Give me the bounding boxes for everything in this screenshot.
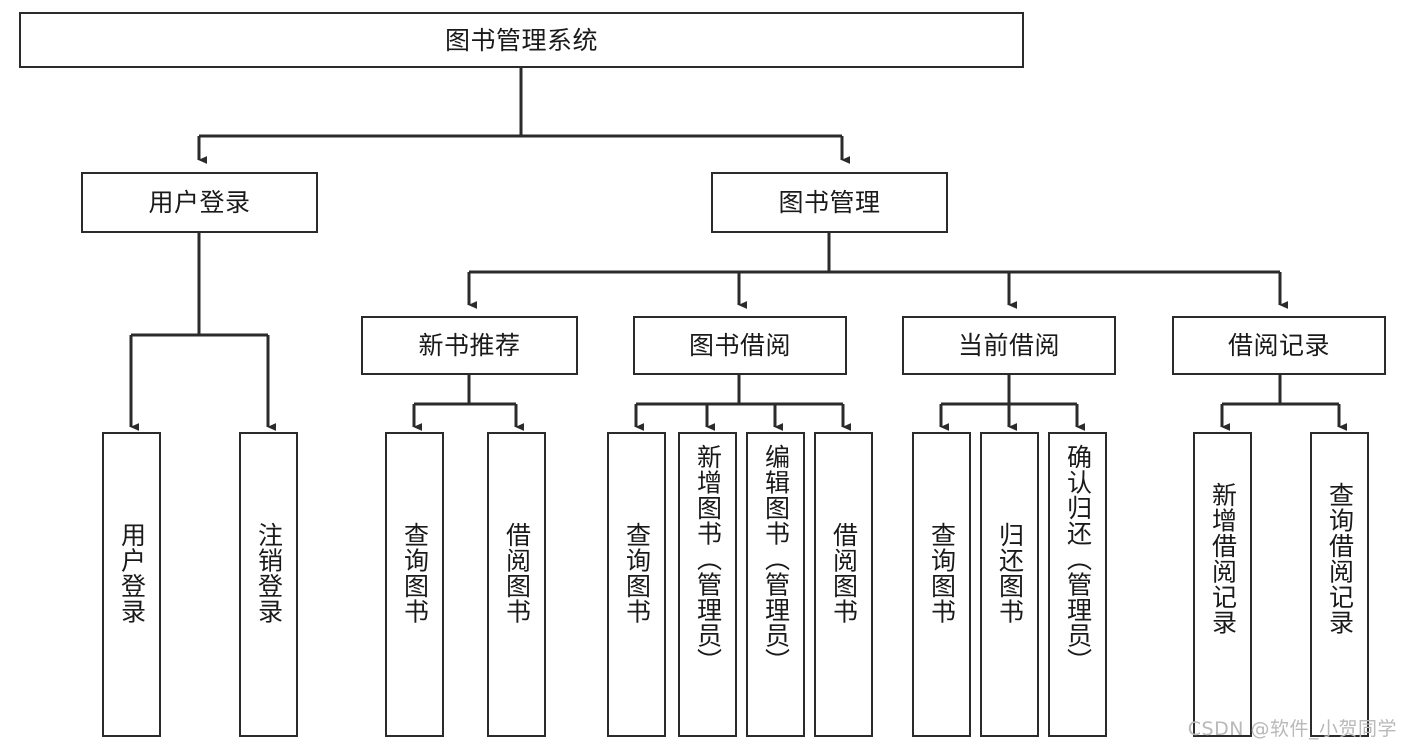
node-label: 图书借阅 (688, 331, 791, 360)
node-label: 借阅图书 (829, 522, 859, 624)
leaf-book-borrow-add-book-admin[interactable]: 新增图书（管理员） (678, 432, 737, 737)
node-label: 图书管理 (778, 188, 881, 217)
node-label: 注销登录 (254, 522, 284, 624)
leaf-user-login-logout[interactable]: 注销登录 (239, 432, 298, 737)
node-label: 归还图书 (995, 522, 1025, 624)
node-label: 查询借阅记录 (1325, 482, 1355, 635)
node-label: 查询图书 (622, 522, 652, 624)
node-label: 编辑图书（管理员） (761, 444, 791, 674)
node-label: 查询图书 (400, 522, 430, 624)
leaf-current-borrow-query-book[interactable]: 查询图书 (912, 432, 971, 737)
node-label: 新书推荐 (418, 331, 521, 360)
node-current-borrow[interactable]: 当前借阅 (902, 316, 1116, 375)
node-user-login[interactable]: 用户登录 (81, 172, 318, 233)
leaf-borrow-record-query-record[interactable]: 查询借阅记录 (1310, 432, 1369, 737)
node-label: 用户登录 (117, 522, 147, 624)
node-label: 图书管理系统 (444, 25, 598, 55)
leaf-user-login-login[interactable]: 用户登录 (102, 432, 161, 737)
leaf-current-borrow-confirm-return-admin[interactable]: 确认归还（管理员） (1048, 432, 1107, 737)
leaf-new-book-query-book[interactable]: 查询图书 (385, 432, 444, 737)
leaf-book-borrow-borrow-book[interactable]: 借阅图书 (814, 432, 873, 737)
leaf-book-borrow-edit-book-admin[interactable]: 编辑图书（管理员） (746, 432, 805, 737)
leaf-book-borrow-query-book[interactable]: 查询图书 (607, 432, 666, 737)
node-label: 借阅图书 (502, 522, 532, 624)
leaf-new-book-borrow-book[interactable]: 借阅图书 (487, 432, 546, 737)
node-book-management[interactable]: 图书管理 (711, 172, 948, 233)
node-borrow-record[interactable]: 借阅记录 (1172, 316, 1386, 375)
node-label: 借阅记录 (1227, 331, 1330, 360)
leaf-borrow-record-add-record[interactable]: 新增借阅记录 (1193, 432, 1252, 737)
csdn-watermark: CSDN @软件_小贺同学 (1187, 718, 1397, 740)
node-label: 查询图书 (927, 522, 957, 624)
leaf-current-borrow-return-book[interactable]: 归还图书 (980, 432, 1039, 737)
node-label: 当前借阅 (957, 331, 1060, 360)
node-book-borrow[interactable]: 图书借阅 (633, 316, 847, 375)
node-label: 用户登录 (148, 188, 251, 217)
node-root-book-management-system[interactable]: 图书管理系统 (19, 12, 1024, 68)
node-label: 确认归还（管理员） (1063, 444, 1093, 674)
node-label: 新增图书（管理员） (693, 444, 723, 674)
node-label: 新增借阅记录 (1208, 482, 1238, 635)
node-new-book-recommend[interactable]: 新书推荐 (361, 316, 578, 375)
